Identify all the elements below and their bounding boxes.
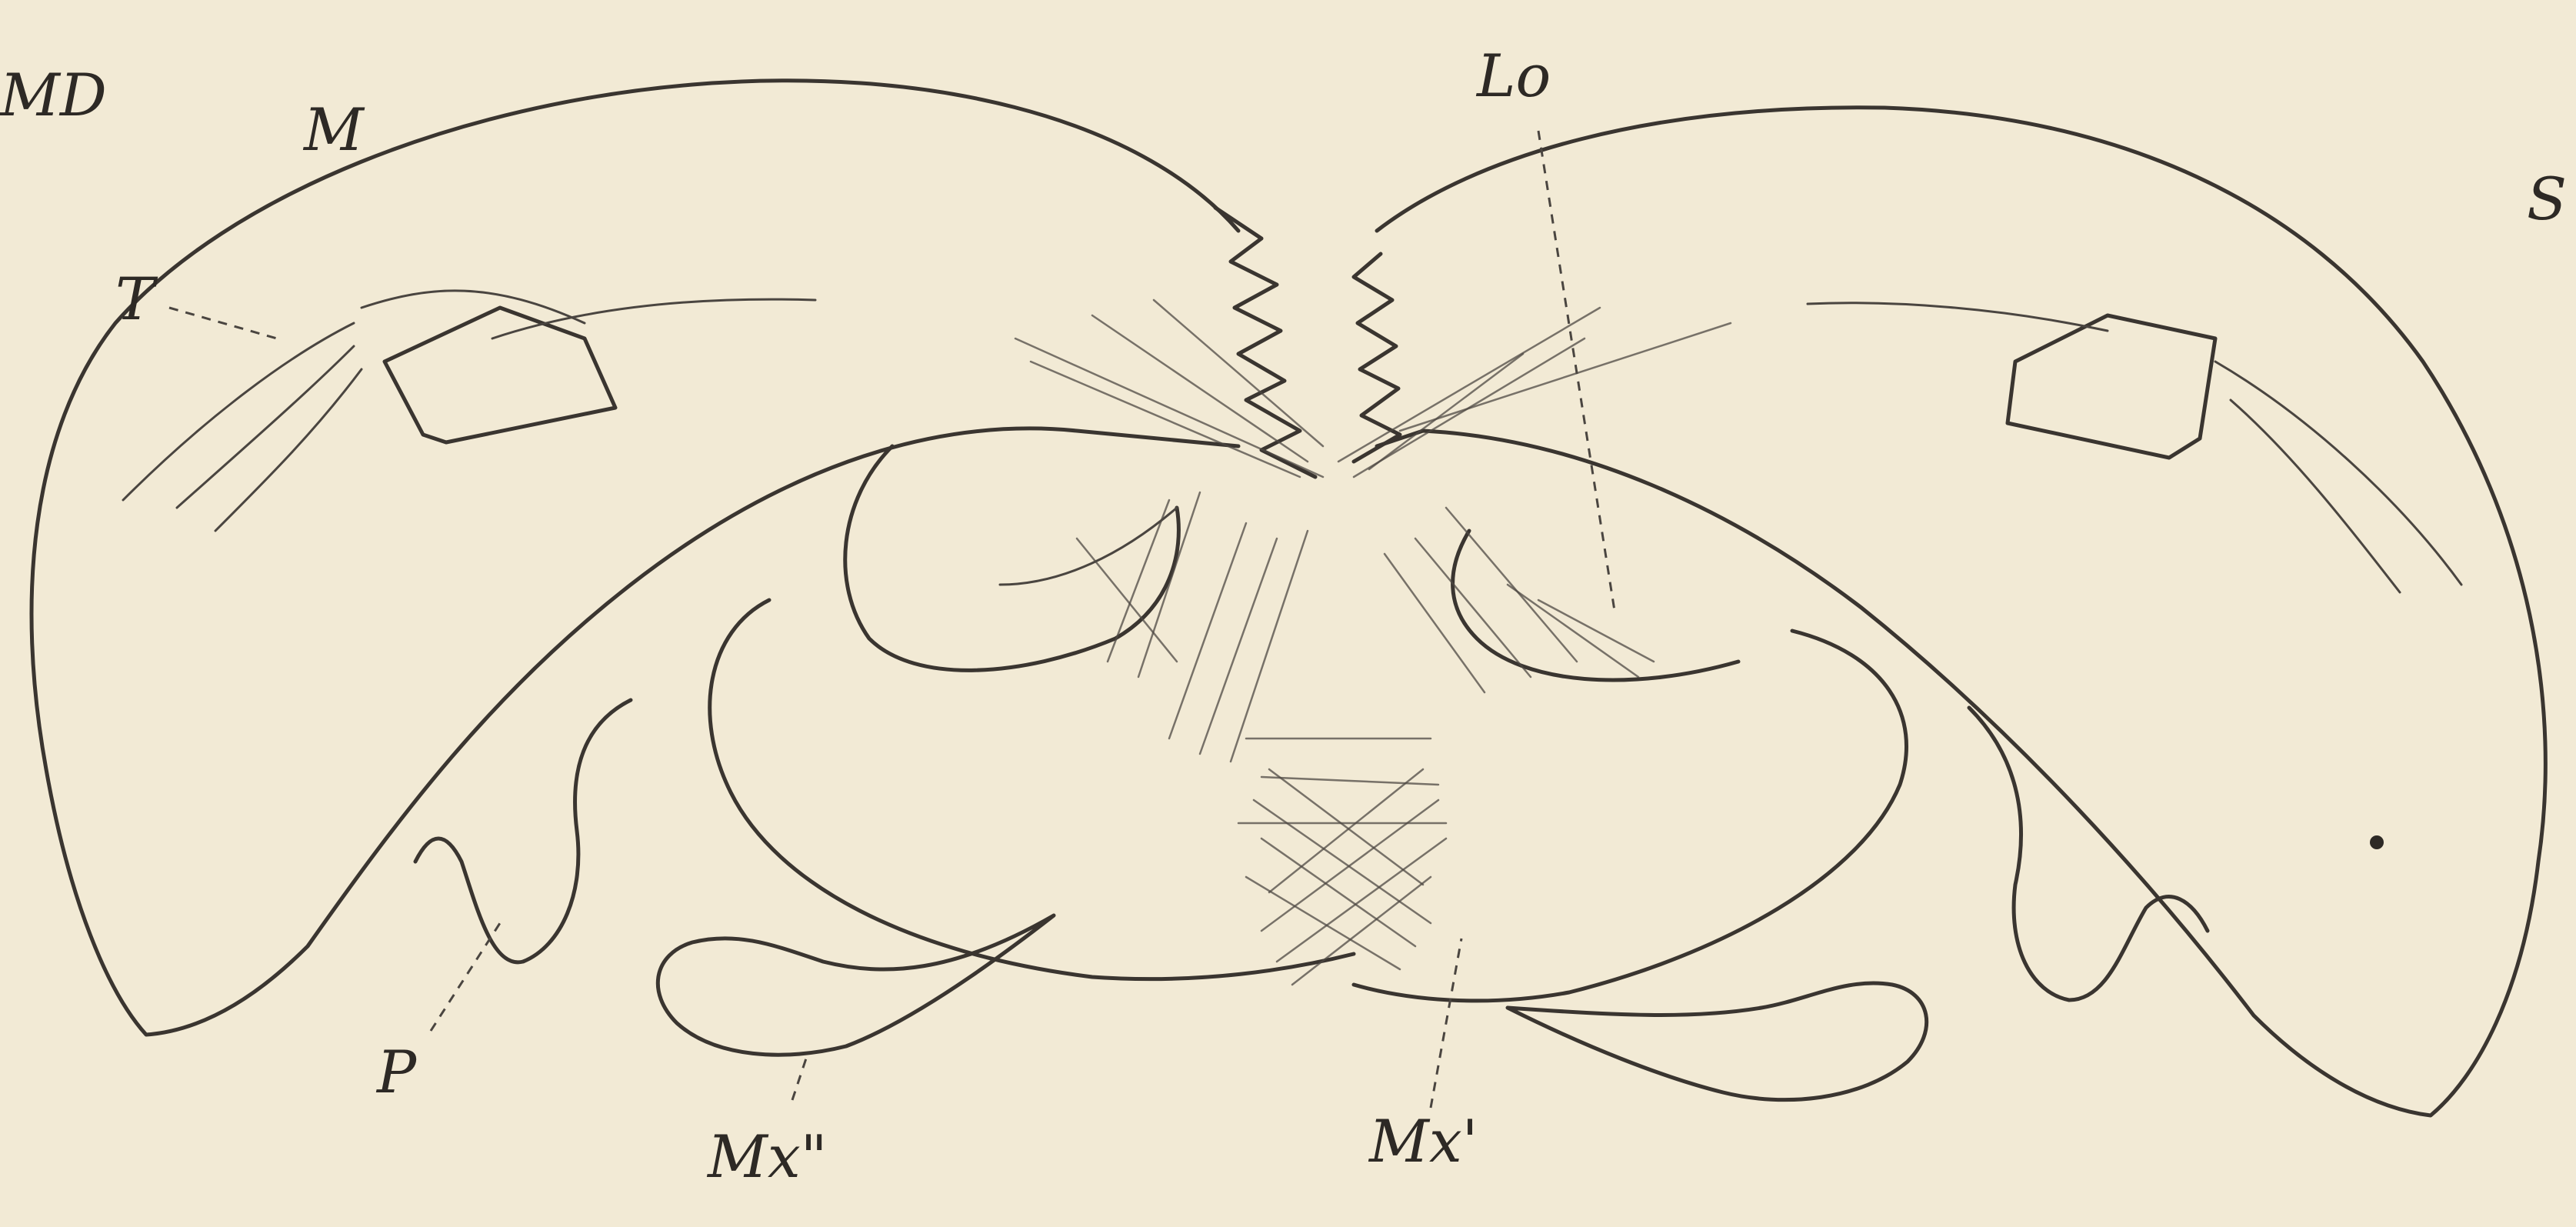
leader-mx1: [1431, 939, 1461, 1108]
left-mandible-outline: [32, 81, 1238, 1035]
label-s: S: [2527, 165, 2567, 233]
ink-dot: [2370, 835, 2384, 849]
right-mandible-outline: [1377, 108, 2545, 1115]
leader-mx2: [792, 1054, 808, 1100]
left-tooth-plate: [385, 308, 615, 442]
central-setae-hatching: [1015, 300, 1731, 985]
left-mx2-lobe: [658, 915, 1054, 1055]
right-inner-lobe: [1453, 531, 1738, 680]
label-md: MD: [0, 61, 107, 129]
right-tooth-plate: [2008, 315, 2215, 458]
label-t: T: [115, 265, 158, 333]
right-mx1-lobe: [1508, 983, 1927, 1100]
leader-lo: [1538, 131, 1615, 615]
left-paragnath: [415, 700, 631, 962]
leader-p: [431, 923, 500, 1031]
right-paragnath: [1969, 708, 2208, 1000]
leader-t: [169, 308, 277, 338]
left-inner-lobe: [845, 446, 1179, 670]
left-incisor-teeth: [1215, 208, 1315, 477]
left-second-maxilla: [710, 600, 1354, 979]
label-lo: Lo: [1475, 42, 1551, 110]
label-p: P: [375, 1038, 418, 1106]
right-first-maxilla: [1354, 631, 1907, 1001]
label-mx1: Mx': [1368, 1107, 1478, 1175]
label-m: M: [302, 95, 365, 164]
label-mx2: Mx": [706, 1122, 828, 1191]
